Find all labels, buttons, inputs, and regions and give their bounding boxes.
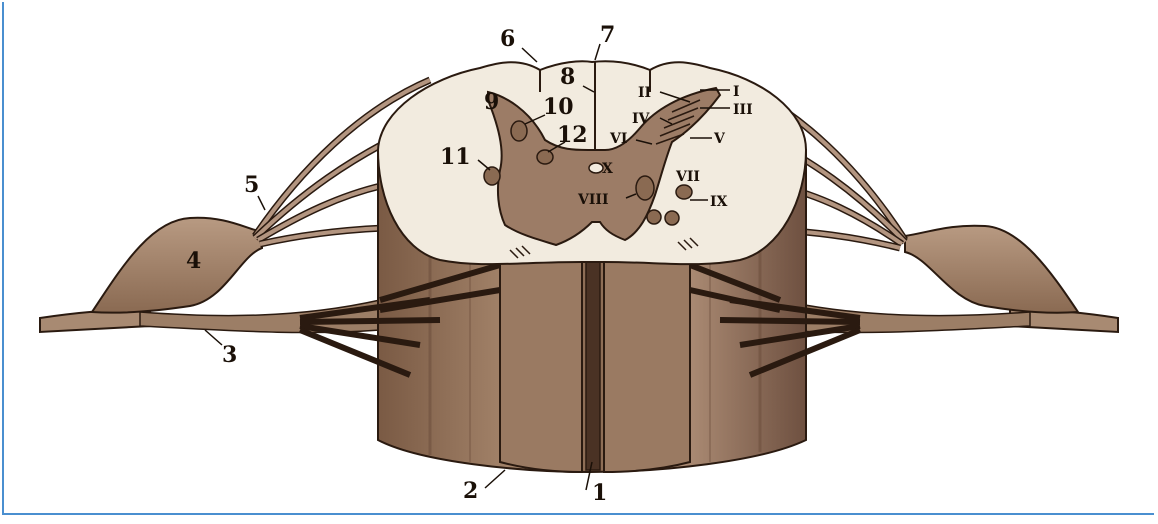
right-ventral-rootlet-2 — [720, 320, 860, 322]
left-spinal-nerve — [40, 80, 430, 333]
nucleus-right-1 — [636, 176, 654, 200]
leader-6 — [522, 48, 537, 62]
label-lamina-VI: VI — [609, 131, 627, 147]
nucleus-right-4 — [665, 211, 679, 225]
label-lamina-II: II — [638, 85, 651, 101]
nucleus-left-lateral — [484, 167, 500, 185]
leader-5 — [258, 196, 265, 210]
label-lamina-IV: IV — [632, 111, 651, 127]
label-lamina-VIII: VIII — [577, 192, 609, 208]
label-lamina-IX: IX — [710, 194, 728, 210]
label-lamina-VII: VII — [675, 169, 700, 185]
label-4: 4 — [186, 248, 201, 274]
label-10: 10 — [543, 94, 574, 120]
anterior-funiculus-right — [604, 262, 690, 472]
label-lamina-I: I — [733, 84, 740, 100]
label-1: 1 — [592, 480, 607, 506]
label-lamina-III: III — [733, 102, 753, 118]
label-8: 8 — [560, 64, 575, 90]
nucleus-right-2 — [676, 185, 692, 199]
label-2: 2 — [463, 478, 478, 504]
label-3: 3 — [222, 342, 237, 368]
left-ventral-rootlet-2 — [300, 320, 440, 322]
label-6: 6 — [500, 26, 515, 52]
central-canal — [589, 163, 603, 173]
left-spinal-ganglion — [92, 218, 262, 313]
label-5: 5 — [244, 172, 259, 198]
leader-2 — [485, 470, 505, 488]
nucleus-left-upper — [511, 121, 527, 141]
label-11: 11 — [440, 144, 471, 170]
nucleus-left-mid — [537, 150, 553, 164]
right-spinal-ganglion — [905, 226, 1078, 313]
label-9: 9 — [484, 89, 499, 115]
nucleus-right-3 — [647, 210, 661, 224]
label-12: 12 — [557, 122, 588, 148]
leader-3 — [205, 330, 222, 345]
label-lamina-X: X — [602, 161, 613, 177]
anterior-funiculus-left — [500, 262, 582, 472]
label-lamina-V: V — [713, 131, 726, 147]
label-7: 7 — [600, 22, 615, 48]
